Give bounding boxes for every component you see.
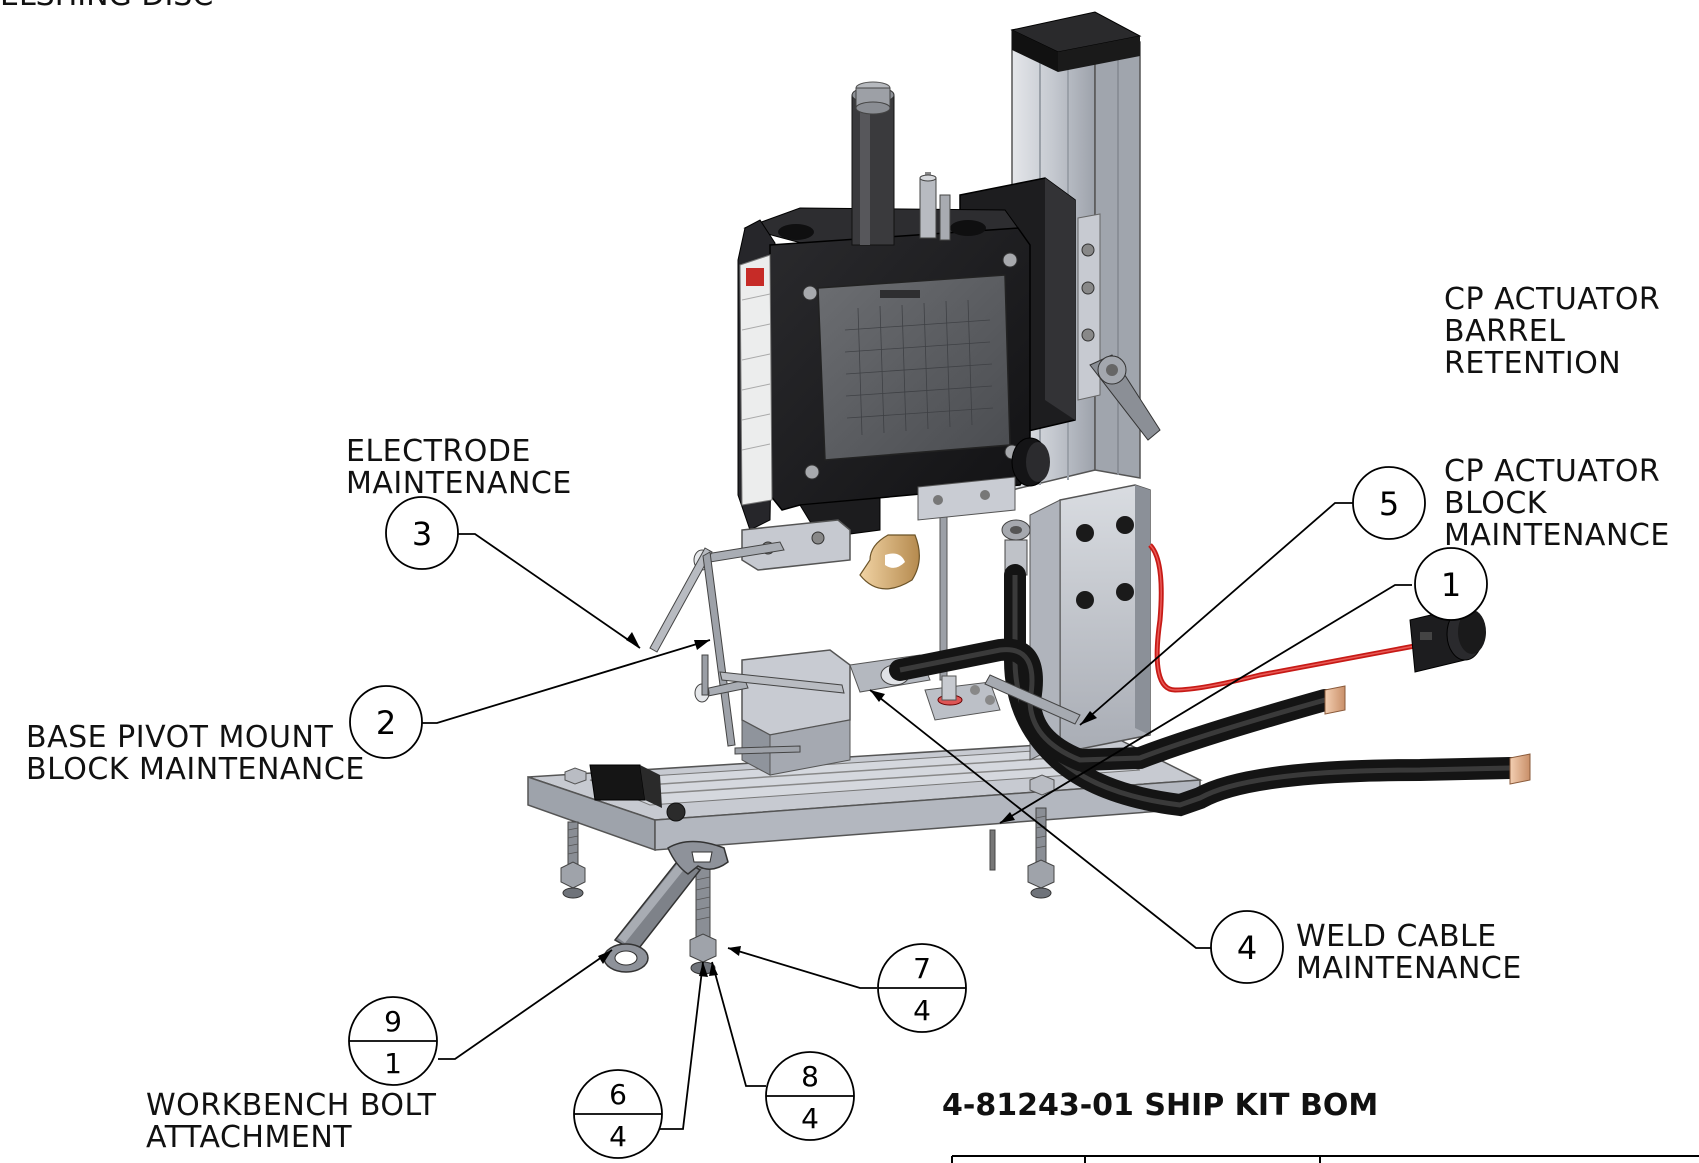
actuator-cylinder: [851, 81, 951, 246]
label-line: RETENTION: [1444, 346, 1622, 381]
label-line: ATTACHMENT: [146, 1120, 353, 1155]
label-line: ELECTRODE: [346, 434, 531, 469]
label-line: CP ACTUATOR: [1444, 454, 1661, 489]
label-line: WELD CABLE: [1296, 919, 1497, 954]
balloon-2: 2: [349, 685, 423, 759]
header-fragment: ELSHING DISC: [0, 0, 213, 13]
label-cp-actuator-barrel-retention: CP ACTUATOR BARREL RETENTION: [1444, 284, 1660, 380]
balloon-7-item: 7: [913, 952, 931, 985]
label-line: BLOCK MAINTENANCE: [26, 752, 365, 787]
base-plate: [527, 739, 1203, 852]
balloon-8: 8 4: [765, 1051, 855, 1141]
leader-lines: [418, 502, 1412, 1130]
balloon-4-number: 4: [1237, 929, 1257, 967]
label-line: CP ACTUATOR: [1444, 282, 1661, 317]
label-cp-actuator-block-maintenance: CP ACTUATOR BLOCK MAINTENANCE: [1444, 456, 1670, 552]
balloon-7: 7 4: [877, 943, 967, 1033]
balloon-3: 3: [385, 496, 459, 570]
label-base-pivot-mount: BASE PIVOT MOUNT BLOCK MAINTENANCE: [26, 722, 365, 786]
balloon-4: 4: [1210, 910, 1284, 984]
wrench: [603, 840, 729, 973]
balloon-1-number: 1: [1441, 566, 1461, 604]
label-line: WORKBENCH BOLT: [146, 1088, 437, 1123]
balloon-9-item: 9: [384, 1005, 402, 1038]
balloon-7-qty: 4: [913, 994, 931, 1027]
balloon-8-qty: 4: [801, 1102, 819, 1135]
balloon-3-number: 3: [412, 515, 432, 553]
label-line: MAINTENANCE: [1296, 951, 1522, 986]
balloon-1: 1: [1414, 547, 1488, 621]
label-line: MAINTENANCE: [1444, 518, 1670, 553]
label-line: BASE PIVOT MOUNT: [26, 720, 334, 755]
lever-rod: [734, 674, 1081, 755]
balloon-5-number: 5: [1379, 485, 1399, 523]
workbench-bolts: [560, 807, 1055, 975]
balloon-6-item: 6: [609, 1078, 627, 1111]
balloon-6-qty: 4: [609, 1120, 627, 1153]
label-weld-cable-maintenance: WELD CABLE MAINTENANCE: [1296, 921, 1522, 985]
label-electrode-maintenance: ELECTRODE MAINTENANCE: [346, 436, 572, 500]
label-line: MAINTENANCE: [346, 466, 572, 501]
label-line: BARREL: [1444, 314, 1566, 349]
balloon-9-qty: 1: [384, 1047, 402, 1080]
label-workbench-bolt-attachment: WORKBENCH BOLT ATTACHMENT: [146, 1090, 436, 1154]
weld-cables: [889, 564, 1531, 817]
electrode-head: [859, 476, 1031, 681]
balloon-9: 9 1: [348, 996, 438, 1086]
balloon-6: 6 4: [573, 1069, 663, 1159]
actuator-body: [737, 207, 1050, 539]
balloon-2-number: 2: [376, 704, 396, 742]
balloon-5: 5: [1352, 466, 1426, 540]
signal-cable: [1148, 543, 1486, 693]
bom-table-edge: [951, 1155, 1699, 1163]
balloon-8-item: 8: [801, 1060, 819, 1093]
leader-arrowheads: [598, 632, 1097, 977]
upper-electrode-block: [649, 519, 851, 747]
label-line: BLOCK: [1444, 486, 1547, 521]
bom-title: 4-81243-01 SHIP KIT BOM: [942, 1088, 1379, 1123]
